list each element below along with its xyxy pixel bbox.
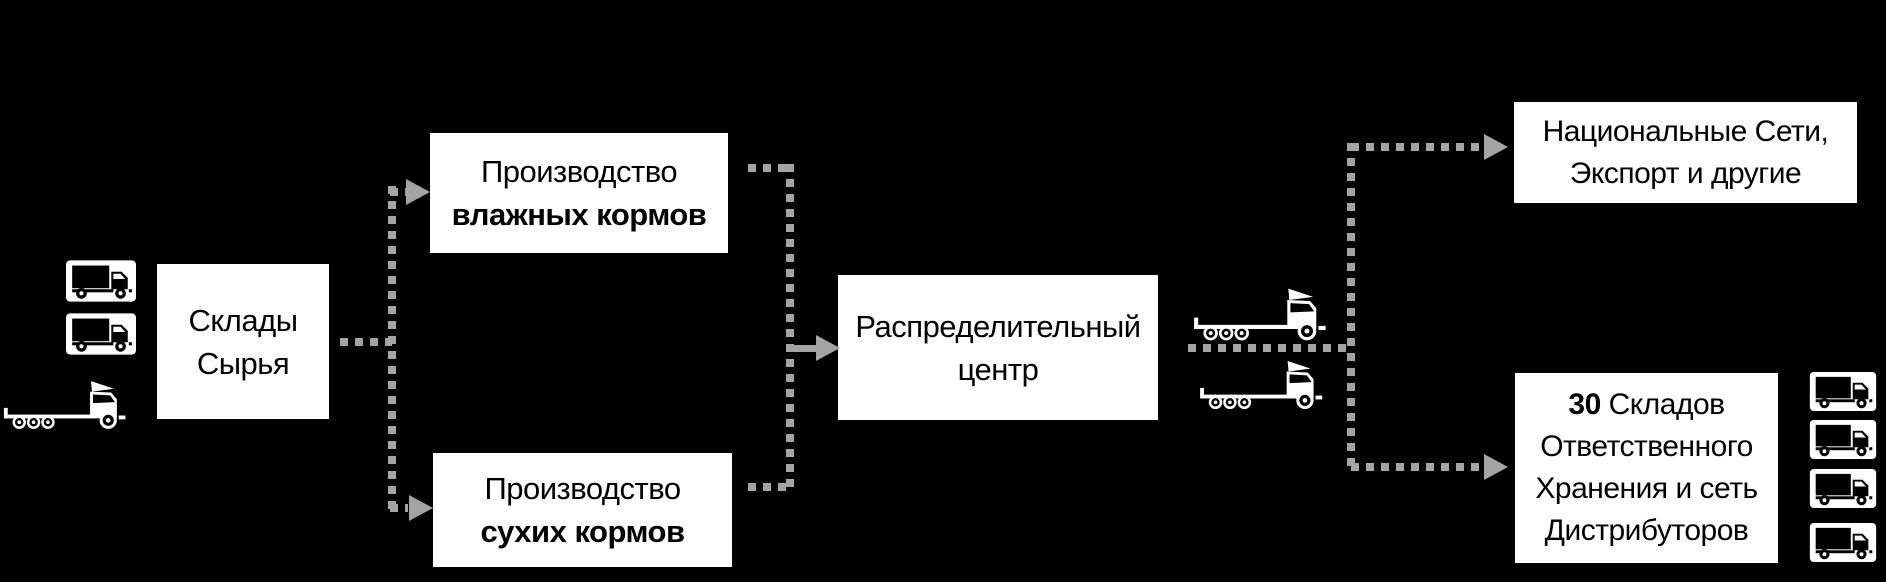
node-national-chains: Национальные Сети, Экспорт и другие (1514, 102, 1857, 203)
arrowhead-national-icon (1484, 134, 1508, 160)
node-label: Хранения и сеть (1535, 472, 1758, 505)
semi-truck-icon (2, 380, 136, 430)
node-dry-production: Производство сухих кормов (433, 453, 732, 567)
node-label: Экспорт и другие (1569, 156, 1802, 190)
arrowhead-dc-icon (816, 335, 840, 361)
connector-raw-stub (340, 338, 392, 346)
node-label: Складов (1600, 388, 1725, 421)
connector-to-storage (1351, 463, 1481, 471)
arrow-dc-shaft (792, 345, 818, 352)
connector-dc-exit (1188, 344, 1348, 352)
connector-mid-vertical (786, 164, 794, 491)
node-label: Ответственного (1540, 430, 1753, 463)
node-label: Производство (480, 154, 678, 189)
connector-to-dry (390, 504, 408, 512)
node-storage-network: 30 Складов Ответственного Хранения и сет… (1515, 373, 1778, 563)
node-raw-warehouse: Склады Сырья (157, 264, 329, 419)
node-label: Производство (484, 471, 681, 506)
node-label: Склады (188, 302, 299, 338)
arrowhead-wet-icon (406, 179, 430, 205)
semi-truck-icon (1192, 287, 1337, 342)
box-truck-icon (1809, 372, 1877, 411)
connector-left-vertical (388, 186, 396, 512)
node-label: центр (957, 351, 1039, 387)
box-truck-icon (66, 260, 136, 302)
node-label-bold: сухих кормов (480, 514, 685, 549)
node-label: 30 Складов (1568, 384, 1725, 426)
node-label: Распределительный (855, 308, 1141, 344)
node-distribution-center: Распределительный центр (838, 275, 1158, 420)
semi-truck-icon (1194, 360, 1337, 410)
node-label-bold: влажных кормов (451, 197, 707, 232)
storage-count: 30 (1568, 388, 1601, 421)
connector-dry-exit (748, 483, 792, 491)
node-wet-production: Производство влажных кормов (430, 133, 728, 253)
connector-right-vertical (1347, 143, 1355, 471)
node-label: Дистрибуторов (1544, 514, 1749, 547)
node-label: Национальные Сети, (1542, 114, 1829, 148)
box-truck-icon (66, 313, 136, 355)
node-label: Сырья (196, 345, 290, 381)
connector-to-wet (390, 188, 408, 196)
box-truck-icon (1809, 523, 1877, 562)
box-truck-icon (1809, 469, 1877, 508)
arrowhead-storage-icon (1484, 454, 1508, 480)
box-truck-icon (1809, 420, 1877, 459)
connector-to-national (1351, 143, 1481, 151)
arrowhead-dry-icon (409, 495, 433, 521)
connector-wet-exit (748, 164, 792, 172)
